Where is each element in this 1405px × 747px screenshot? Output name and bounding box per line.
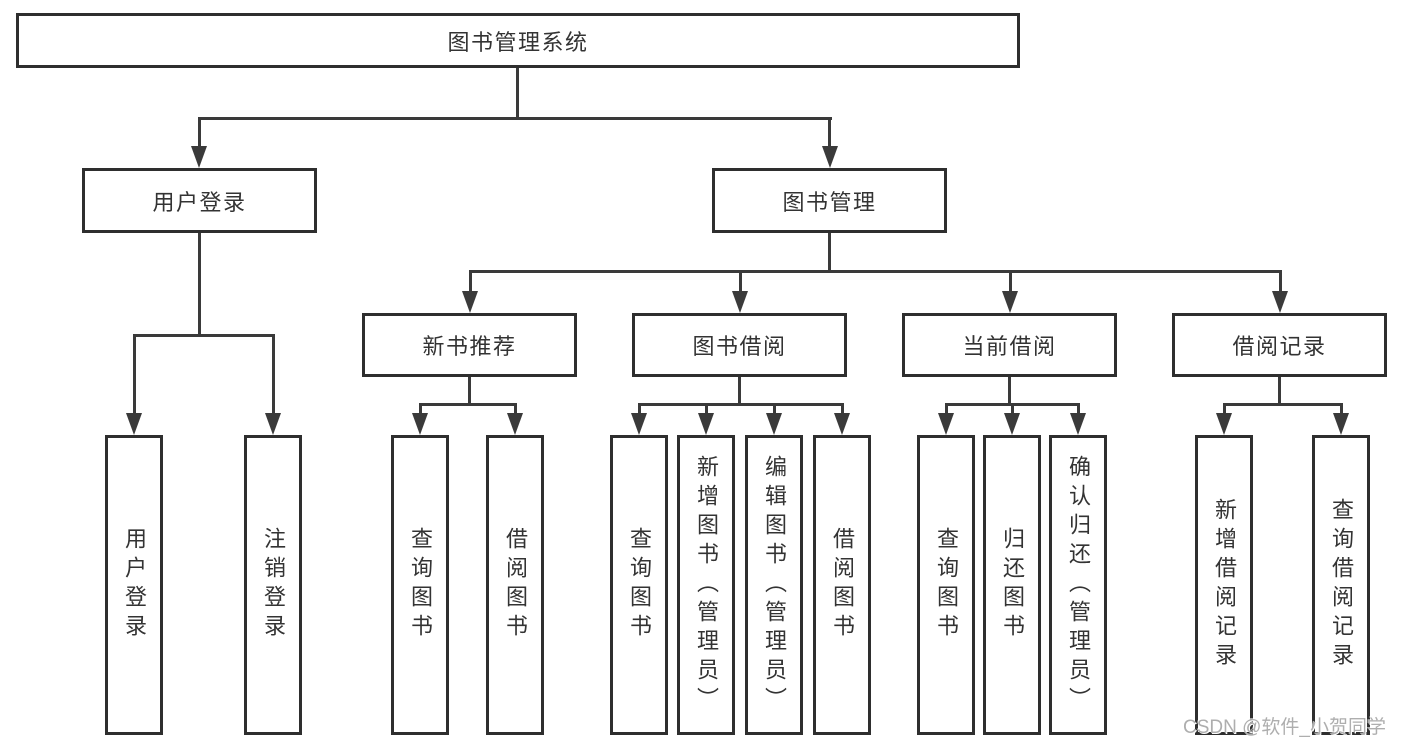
node-current-borrow-label: 当前借阅 — [962, 334, 1057, 359]
connector-g1-drop1 — [419, 403, 422, 413]
node-root-label: 图书管理系统 — [447, 29, 589, 55]
leaf-add-books-admin: 新增图书（管理员） — [677, 435, 735, 735]
arrowhead-down-icon — [1004, 413, 1020, 435]
node-root: 图书管理系统 — [16, 13, 1020, 68]
connector-g2-drop1 — [638, 403, 641, 413]
leaf-borrow-query-books-label: 查询图书 — [627, 527, 652, 643]
connector-user-hbar — [133, 334, 275, 337]
connector-g4-vline — [1278, 377, 1281, 403]
leaf-borrow-books-label: 借阅图书 — [830, 527, 855, 643]
arrowhead-down-icon — [938, 413, 954, 435]
leaf-return-books: 归还图书 — [983, 435, 1041, 735]
leaf-confirm-return-admin: 确认归还（管理员） — [1049, 435, 1107, 735]
connector-root-vline — [516, 68, 519, 117]
connector-user-vline — [198, 233, 201, 334]
leaf-rec-query-books-label: 查询图书 — [408, 527, 433, 643]
arrowhead-down-icon — [1216, 413, 1232, 435]
node-book-borrow-label: 图书借阅 — [692, 334, 787, 359]
connector-drop-user-leaf2 — [272, 334, 275, 413]
connector-drop-user-leaf1 — [133, 334, 136, 413]
node-new-book-rec-label: 新书推荐 — [422, 334, 517, 359]
connector-g4-drop1 — [1223, 403, 1226, 413]
node-book-borrow: 图书借阅 — [632, 313, 847, 377]
connector-g1-hbar — [419, 403, 517, 406]
connector-drop-mgmt — [828, 117, 831, 146]
arrowhead-down-icon — [191, 146, 207, 168]
node-current-borrow: 当前借阅 — [902, 313, 1117, 377]
leaf-add-borrow-record: 新增借阅记录 — [1195, 435, 1253, 735]
leaf-edit-books-admin: 编辑图书（管理员） — [745, 435, 803, 735]
connector-g4-hbar — [1223, 403, 1343, 406]
connector-g3-drop3 — [1077, 403, 1080, 413]
leaf-edit-books-admin-label: 编辑图书（管理员） — [762, 454, 787, 716]
connector-drop-group3 — [1009, 270, 1012, 291]
arrowhead-down-icon — [1002, 291, 1018, 313]
connector-g2-drop2 — [705, 403, 708, 413]
node-book-mgmt-label: 图书管理 — [782, 189, 877, 215]
connector-g2-drop4 — [841, 403, 844, 413]
csdn-watermark: CSDN @软件_小贺同学 — [1183, 717, 1386, 738]
node-borrow-records-label: 借阅记录 — [1232, 334, 1327, 359]
arrowhead-down-icon — [507, 413, 523, 435]
arrowhead-down-icon — [126, 413, 142, 435]
connector-g2-vline — [738, 377, 741, 403]
node-user-login: 用户登录 — [82, 168, 317, 233]
arrowhead-down-icon — [1333, 413, 1349, 435]
leaf-borrow-query-books: 查询图书 — [610, 435, 668, 735]
node-borrow-records: 借阅记录 — [1172, 313, 1387, 377]
leaf-borrow-books: 借阅图书 — [813, 435, 871, 735]
arrowhead-down-icon — [1272, 291, 1288, 313]
connector-drop-user — [198, 117, 201, 146]
connector-drop-group1 — [469, 270, 472, 291]
connector-mgmt-vline — [828, 233, 831, 270]
connector-g4-drop2 — [1340, 403, 1343, 413]
arrowhead-down-icon — [412, 413, 428, 435]
leaf-add-books-admin-label: 新增图书（管理员） — [694, 454, 719, 716]
connector-g1-vline — [468, 377, 471, 403]
connector-g3-drop1 — [945, 403, 948, 413]
arrowhead-down-icon — [822, 146, 838, 168]
connector-g3-drop2 — [1011, 403, 1014, 413]
node-user-login-label: 用户登录 — [152, 189, 247, 215]
connector-root-hbar — [198, 117, 832, 120]
leaf-rec-query-books: 查询图书 — [391, 435, 449, 735]
arrowhead-down-icon — [631, 413, 647, 435]
arrowhead-down-icon — [732, 291, 748, 313]
arrowhead-down-icon — [462, 291, 478, 313]
leaf-rec-borrow-books-label: 借阅图书 — [503, 527, 528, 643]
arrowhead-down-icon — [698, 413, 714, 435]
connector-g1-drop2 — [514, 403, 517, 413]
leaf-current-query-books: 查询图书 — [917, 435, 975, 735]
leaf-current-query-books-label: 查询图书 — [934, 527, 959, 643]
leaf-logout-label: 注销登录 — [261, 527, 286, 643]
leaf-rec-borrow-books: 借阅图书 — [486, 435, 544, 735]
leaf-return-books-label: 归还图书 — [1000, 527, 1025, 643]
leaf-user-login: 用户登录 — [105, 435, 163, 735]
arrowhead-down-icon — [265, 413, 281, 435]
leaf-user-login-label: 用户登录 — [122, 527, 147, 643]
connector-g2-hbar — [638, 403, 844, 406]
leaf-query-borrow-record: 查询借阅记录 — [1312, 435, 1370, 735]
node-book-mgmt: 图书管理 — [712, 168, 947, 233]
arrowhead-down-icon — [834, 413, 850, 435]
connector-drop-group2 — [739, 270, 742, 291]
connector-drop-group4 — [1279, 270, 1282, 291]
leaf-query-borrow-record-label: 查询借阅记录 — [1329, 498, 1354, 672]
connector-mgmt-hbar — [469, 270, 1282, 273]
arrowhead-down-icon — [766, 413, 782, 435]
connector-g3-vline — [1008, 377, 1011, 403]
leaf-confirm-return-admin-label: 确认归还（管理员） — [1066, 454, 1091, 716]
leaf-add-borrow-record-label: 新增借阅记录 — [1212, 498, 1237, 672]
arrowhead-down-icon — [1070, 413, 1086, 435]
node-new-book-rec: 新书推荐 — [362, 313, 577, 377]
leaf-logout: 注销登录 — [244, 435, 302, 735]
connector-g2-drop3 — [773, 403, 776, 413]
